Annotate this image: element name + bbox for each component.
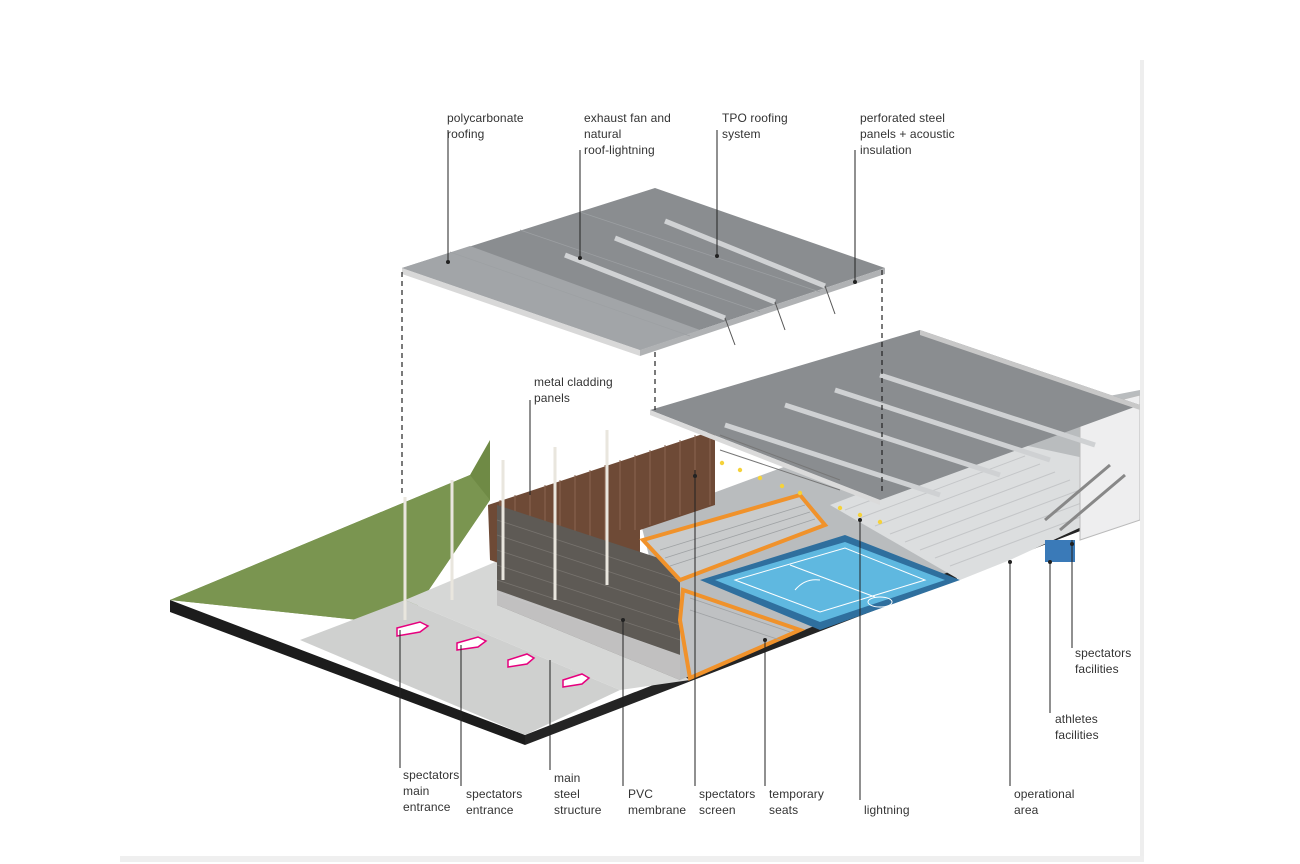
frame-border-right <box>1140 60 1144 858</box>
leader-dots <box>446 254 1074 642</box>
light-poles <box>403 430 609 620</box>
leader-lines <box>399 130 1073 800</box>
projection-lines <box>401 270 883 497</box>
temporary-seating <box>639 492 829 681</box>
sports-court <box>700 535 960 630</box>
pvc-membrane-facade <box>496 505 681 680</box>
entrance-plaza <box>300 600 620 735</box>
installed-roof <box>650 330 1140 525</box>
exploded-roof <box>402 188 885 356</box>
entrance-arrows <box>396 621 591 688</box>
label-lightning: lightning <box>864 803 910 817</box>
main-grandstand <box>830 394 1141 580</box>
frame-border-bottom <box>120 856 1144 862</box>
